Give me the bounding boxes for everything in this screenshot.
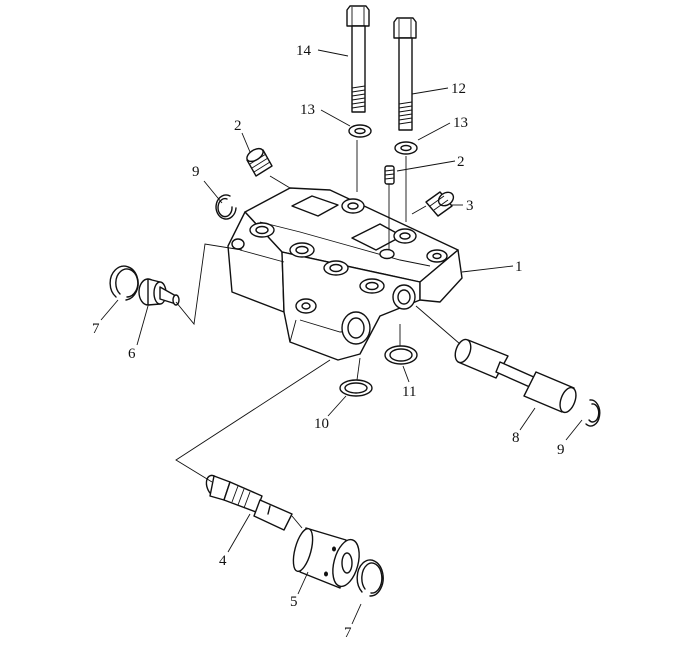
callout-5: 5 bbox=[290, 594, 298, 610]
washer-13-left bbox=[348, 124, 372, 138]
bolt-12 bbox=[393, 17, 417, 131]
plug-3 bbox=[425, 191, 455, 217]
o-ring-10 bbox=[339, 379, 373, 397]
snap-ring-7-bottom bbox=[356, 559, 384, 597]
plug-6 bbox=[138, 278, 180, 306]
callout-3: 3 bbox=[466, 198, 474, 214]
leader-lines bbox=[100, 49, 583, 625]
callout-9-left: 9 bbox=[192, 164, 200, 180]
snap-ring-9-right bbox=[585, 399, 601, 427]
assembly-lines bbox=[175, 140, 461, 529]
callout-11: 11 bbox=[402, 384, 416, 400]
shaft-4 bbox=[205, 474, 293, 531]
spool-8 bbox=[454, 338, 577, 414]
callout-12: 12 bbox=[451, 81, 466, 97]
callout-13-right: 13 bbox=[453, 115, 468, 131]
callout-4: 4 bbox=[219, 553, 227, 569]
callout-2-left: 2 bbox=[234, 118, 242, 134]
callout-7-bottom: 7 bbox=[344, 625, 352, 641]
callout-9-right: 9 bbox=[557, 442, 565, 458]
snap-ring-7-left bbox=[109, 265, 139, 301]
callout-1: 1 bbox=[515, 259, 523, 275]
sleeve-5 bbox=[292, 527, 360, 589]
bolt-14 bbox=[346, 5, 370, 113]
plug-2-right bbox=[384, 165, 395, 185]
callout-8: 8 bbox=[512, 430, 520, 446]
callout-14: 14 bbox=[296, 43, 312, 59]
callout-2-right: 2 bbox=[457, 154, 465, 170]
o-ring-11 bbox=[384, 345, 418, 365]
plug-2-left bbox=[246, 147, 273, 177]
callouts: 1 2 2 3 4 5 6 7 7 8 9 9 10 11 12 13 13 1… bbox=[92, 43, 565, 641]
callout-7-left: 7 bbox=[92, 321, 100, 337]
washer-13-right bbox=[394, 141, 418, 155]
callout-10: 10 bbox=[314, 416, 329, 432]
callout-13-left: 13 bbox=[300, 102, 315, 118]
snap-ring-9-left bbox=[215, 194, 237, 220]
valve-body bbox=[227, 187, 463, 361]
callout-6: 6 bbox=[128, 346, 136, 362]
